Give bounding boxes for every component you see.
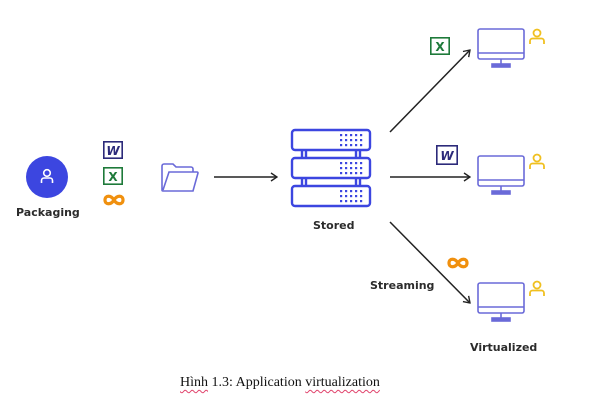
server-indicator-dot (345, 134, 348, 137)
server-indicator-dot (360, 167, 363, 170)
server-indicator-dot (340, 162, 343, 165)
server-indicator-dot (355, 139, 358, 142)
server-indicator-dot (360, 144, 363, 147)
server-indicator-dot (345, 195, 348, 198)
server-indicator-dot (350, 195, 353, 198)
server-indicator-dot (350, 144, 353, 147)
server-indicator-dot (350, 172, 353, 175)
arrow-stored-to-client-3 (389, 221, 470, 303)
caption-prefix: Hình (180, 375, 208, 390)
server-indicator-dot (340, 167, 343, 170)
server-indicator-dot (345, 162, 348, 165)
figure-caption: Hình 1.3: Application virtualization (180, 375, 380, 391)
stored-label: Stored (313, 219, 355, 232)
client-2-word-icon: W (436, 145, 458, 165)
client-3-monitor-icon (477, 282, 525, 322)
server-indicator-dot (360, 172, 363, 175)
client-1-monitor-icon (477, 28, 525, 68)
svg-text:X: X (435, 40, 445, 54)
server-indicator-dot (345, 200, 348, 203)
server-indicator-dot (355, 195, 358, 198)
client-2-user-icon (529, 153, 545, 169)
server-indicator-dot (355, 134, 358, 137)
server-indicator-dot (350, 200, 353, 203)
user-icon (40, 168, 54, 183)
server-indicator-dot (345, 167, 348, 170)
server-indicator-dot (360, 195, 363, 198)
server-icon (290, 128, 372, 208)
server-indicator-dot (355, 172, 358, 175)
server-indicator-dot (345, 144, 348, 147)
server-indicator-dot (345, 139, 348, 142)
caption-middle: 1.3: Application (208, 375, 306, 390)
client-1-user-icon (529, 28, 545, 44)
server-indicator-dot (345, 190, 348, 193)
svg-text:W: W (440, 149, 454, 163)
server-indicator-dot (340, 172, 343, 175)
client-3-infinity-app-icon (447, 257, 469, 269)
client-1-excel-icon: X (430, 37, 450, 55)
client-2-monitor-icon (477, 155, 525, 195)
server-indicator-dot (355, 144, 358, 147)
server-indicator-dot (350, 162, 353, 165)
virtualized-label: Virtualized (470, 341, 538, 354)
server-indicator-dot (350, 167, 353, 170)
server-indicator-dot (350, 134, 353, 137)
packaging-label: Packaging (16, 206, 80, 219)
word-icon: W (103, 141, 123, 159)
client-3-user-icon (529, 280, 545, 296)
svg-text:W: W (106, 144, 120, 158)
server-indicator-dot (355, 167, 358, 170)
server-indicator-dot (360, 190, 363, 193)
server-indicator-dot (350, 190, 353, 193)
infinity-app-icon (103, 194, 125, 206)
folder-icon (161, 163, 199, 192)
server-indicator-dot (360, 134, 363, 137)
server-indicator-dot (340, 190, 343, 193)
streaming-label: Streaming (370, 279, 435, 292)
server-indicator-dot (340, 200, 343, 203)
server-indicator-dot (350, 139, 353, 142)
server-indicator-dot (355, 190, 358, 193)
server-indicator-dot (355, 200, 358, 203)
server-indicator-dot (340, 195, 343, 198)
server-indicator-dot (345, 172, 348, 175)
server-indicator-dot (340, 144, 343, 147)
server-indicator-dot (340, 134, 343, 137)
excel-icon: X (103, 167, 123, 185)
server-indicator-dot (360, 139, 363, 142)
packaging-user-node (26, 156, 68, 198)
server-indicator-dot (340, 139, 343, 142)
arrow-stored-to-client-1 (389, 50, 470, 133)
caption-suffix: virtualization (305, 375, 380, 390)
svg-text:X: X (108, 170, 118, 184)
server-indicator-dot (360, 200, 363, 203)
server-indicator-dot (355, 162, 358, 165)
server-indicator-dot (360, 162, 363, 165)
